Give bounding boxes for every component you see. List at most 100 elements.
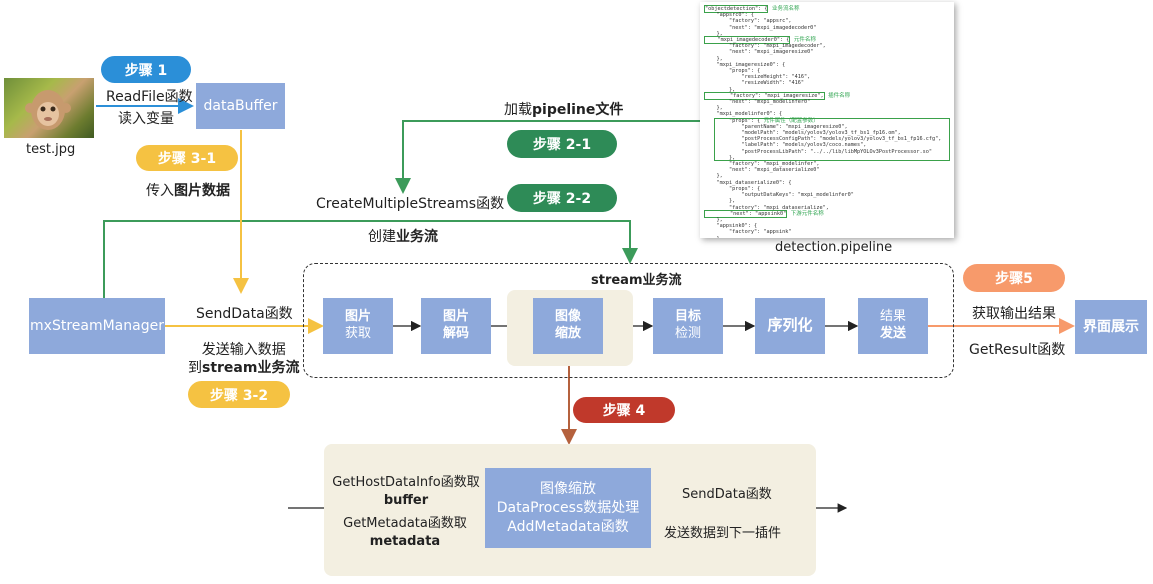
code-text: "objectdetection": { (704, 5, 769, 13)
get-meta-label: GetMetadata函数取 metadata (343, 516, 467, 549)
code-text: }, (704, 173, 723, 180)
step-5-badge: 步骤5 (963, 264, 1065, 292)
code-text: }, (704, 154, 736, 161)
pipeline-file-caption: detection.pipeline (775, 240, 893, 255)
code-text: "factory": "mxpi_imageresize", (704, 91, 825, 100)
step-4-badge: 步骤 4 (573, 397, 675, 423)
code-line: "next": "mxpi_imagedecoder0" (704, 25, 950, 31)
plugin-result-send: 结果发送 (858, 298, 928, 354)
code-line: "factory": "mxpi_imagedecoder", (704, 43, 950, 49)
code-line: "parentName": "mxpi_imageresize0", (704, 124, 950, 130)
code-line: "objectdetection": { 业务流名称 (704, 5, 950, 13)
host-info-label: GetHostDataInfo函数取 buffer (332, 475, 480, 508)
code-line: "factory": "appsrc", (704, 18, 950, 24)
image-caption: test.jpg (26, 142, 76, 157)
stream-container (303, 263, 954, 378)
code-line: "appsrc0": { (704, 12, 950, 18)
monkey-icon (25, 90, 71, 130)
code-line: }, (704, 198, 950, 204)
code-text: "next": "appsink0" (704, 209, 788, 218)
code-text: } (704, 236, 719, 238)
code-text: "modelPath": "models/yolov3/yolov3_tf_bs… (704, 130, 901, 137)
plugin-image-decode: 图片解码 (421, 298, 491, 354)
code-line: "props": { (704, 68, 950, 74)
step-3-2-badge: 步骤 3-2 (188, 381, 290, 408)
code-line: "factory": "appsink" (704, 229, 950, 235)
code-text: "props": { (704, 117, 761, 124)
step-1-badge: 步骤 1 (101, 56, 191, 83)
code-line: }, (704, 31, 950, 37)
step-2-1-badge: 步骤 2-1 (507, 130, 617, 158)
stream-title: stream业务流 (591, 273, 682, 288)
resize-detail-box: 图像缩放 DataProcess数据处理 AddMetadata函数 (485, 468, 651, 548)
code-line: "labelPath": "models/yolov3/coco.names", (704, 142, 950, 148)
code-line: "next": "mxpi_imageresize0" (704, 49, 950, 55)
code-line: }, (704, 217, 950, 223)
code-line: }, (704, 155, 950, 161)
send-input-label: 发送输入数据 到stream业务流 (188, 342, 300, 376)
senddata-label: SendData函数 (196, 306, 293, 322)
monkey-photo (4, 78, 94, 138)
code-line: }, (704, 56, 950, 62)
code-text: "props": { (704, 185, 761, 192)
display-box: 界面展示 (1075, 300, 1147, 354)
code-line: "resizeWidth": "416" (704, 80, 950, 86)
code-line: "postProcessLibPath": "../../lib/libMpYO… (704, 149, 950, 155)
plugin-object-detect: 目标检测 (653, 298, 723, 354)
pipeline-code-panel: "objectdetection": { 业务流名称 "appsrc0": { … (700, 2, 954, 238)
code-line: "mxpi_imagedecoder0": { 元件名称 (704, 36, 950, 45)
step-2-2-badge: 步骤 2-2 (507, 184, 617, 212)
code-text: "mxpi_dataserialize0": { (704, 179, 792, 186)
code-text: }, (704, 55, 723, 62)
code-text: }, (704, 105, 723, 112)
detail-line-3: AddMetadata函数 (507, 518, 629, 535)
databuffer-box: dataBuffer (196, 83, 285, 129)
code-text: "next": "mxpi_dataserialize0" (704, 167, 820, 174)
code-line: "outputDataKeys": "mxpi_modelinfer0" (704, 192, 950, 198)
code-text: "resizeWidth": "416" (704, 80, 804, 87)
code-text: "parentName": "mxpi_imageresize0", (704, 123, 848, 130)
arrow-create-stream (103, 220, 638, 298)
code-text: }, (704, 86, 736, 93)
code-line: "factory": "mxpi_modelinfer", (704, 161, 950, 167)
code-text: "next": "mxpi_imageresize0" (704, 49, 814, 56)
code-line: "props": { 元件属性（配置参数） (704, 118, 950, 124)
pass-image-label: 传入图片数据 (146, 183, 230, 199)
code-text: }, (704, 198, 736, 205)
read-var-label: 读入变量 (118, 111, 174, 127)
plugin-image-fetch: 图片获取 (323, 298, 393, 354)
code-annotation: 插件名称 (824, 92, 851, 99)
step-3-1-badge: 步骤 3-1 (136, 145, 238, 171)
send-next-label: 发送数据到下一插件 (664, 526, 782, 541)
code-text: "postProcessConfigPath": "models/yolov3/… (704, 136, 942, 143)
plugin-serialize: 序列化 (755, 298, 825, 354)
code-text: "mxpi_imagedecoder0": { (704, 36, 791, 45)
code-text: "resizeHeight": "416", (704, 74, 811, 81)
code-text: "next": "mxpi_imagedecoder0" (704, 24, 817, 31)
load-pipeline-label: 加载pipeline文件 (504, 102, 624, 118)
code-line: "modelPath": "models/yolov3/yolov3_tf_bs… (704, 130, 950, 136)
code-line: "next": "mxpi_dataserialize0" (704, 167, 950, 173)
code-line: }, (704, 173, 950, 179)
code-line: }, (704, 105, 950, 111)
code-text: "labelPath": "models/yolov3/coco.names", (704, 142, 867, 149)
code-annotation: 业务流名称 (768, 6, 800, 12)
code-line: "mxpi_imageresize0": { (704, 62, 950, 68)
code-annotation: 元件属性（配置参数） (760, 117, 819, 124)
create-streams-label: CreateMultipleStreams函数 (316, 196, 505, 212)
code-text: "factory": "appsink" (704, 229, 792, 236)
code-line: "props": { (704, 186, 950, 192)
code-line: } (704, 236, 950, 238)
create-flow-label: 创建业务流 (368, 229, 438, 245)
stream-manager-box: mxStreamManager (29, 298, 165, 354)
plugin-image-resize: 图像缩放 (533, 298, 603, 354)
props-outline (714, 117, 950, 161)
code-line: "mxpi_modelinfer0": { (704, 111, 950, 117)
code-line: "appsink0": { (704, 223, 950, 229)
code-line: "mxpi_dataserialize0": { (704, 180, 950, 186)
arrow-load-pipeline (395, 120, 700, 194)
code-text: "factory": "mxpi_imagedecoder", (704, 43, 826, 50)
code-text: "outputDataKeys": "mxpi_modelinfer0" (704, 192, 854, 199)
code-text: "mxpi_modelinfer0": { (704, 111, 783, 118)
code-text: "factory": "mxpi_dataserialize", (704, 204, 829, 211)
